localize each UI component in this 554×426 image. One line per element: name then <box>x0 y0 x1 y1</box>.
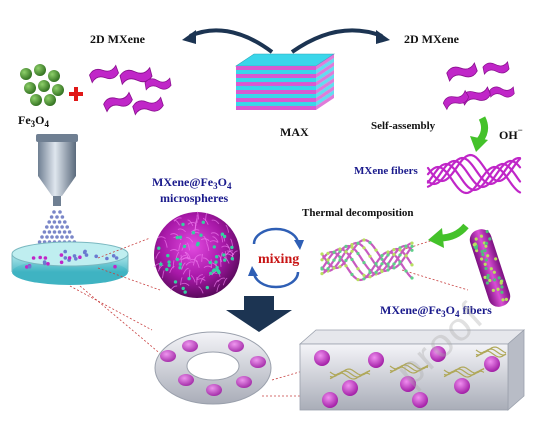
big-down-arrow <box>226 296 292 332</box>
label-max: MAX <box>280 125 309 139</box>
mixing-cycle-arrows <box>248 227 304 289</box>
fe3o4-nanoparticles <box>20 64 64 106</box>
mxene-flakes-right <box>442 61 515 111</box>
curved-arrow-right-head <box>376 30 390 44</box>
curved-arrow-right <box>290 28 383 54</box>
green-arrow-left <box>428 223 469 248</box>
bath-particles <box>25 249 119 269</box>
green-arrow-down <box>470 116 489 152</box>
label-microspheres-line2: microspheres <box>160 191 229 205</box>
curved-arrow-left <box>189 28 274 54</box>
composite-block <box>298 329 526 411</box>
mxene-fibers-bundle <box>426 153 522 195</box>
label-thermal-decomposition: Thermal decomposition <box>302 207 414 219</box>
label-mixing: mixing <box>258 252 300 267</box>
label-2d-mxene-left: 2D MXene <box>90 32 145 46</box>
coagulation-bath <box>11 241 129 285</box>
toroidal-sample <box>154 331 272 405</box>
label-oh: OH− <box>499 125 523 142</box>
label-fe3o4: Fe3O4 <box>18 113 49 129</box>
curved-arrow-left-head <box>182 30 196 44</box>
label-microspheres-line1: MXene@Fe3O4 <box>152 175 232 191</box>
max-layered-block <box>235 53 335 110</box>
composite-fibers-bundle <box>320 238 414 282</box>
plus-icon <box>69 87 83 101</box>
label-2d-mxene-right: 2D MXene <box>404 32 459 46</box>
mxene-fe3o4-microsphere <box>153 211 240 298</box>
label-mxene-fibers: MXene fibers <box>354 165 418 177</box>
composite-fiber-rod <box>469 229 511 307</box>
mxene-flakes-left <box>89 64 172 116</box>
label-self-assembly: Self-assembly <box>371 120 436 132</box>
label-composite-fibers: MXene@Fe3O4 fibers <box>380 303 492 319</box>
spray-nozzle-icon <box>36 134 78 206</box>
